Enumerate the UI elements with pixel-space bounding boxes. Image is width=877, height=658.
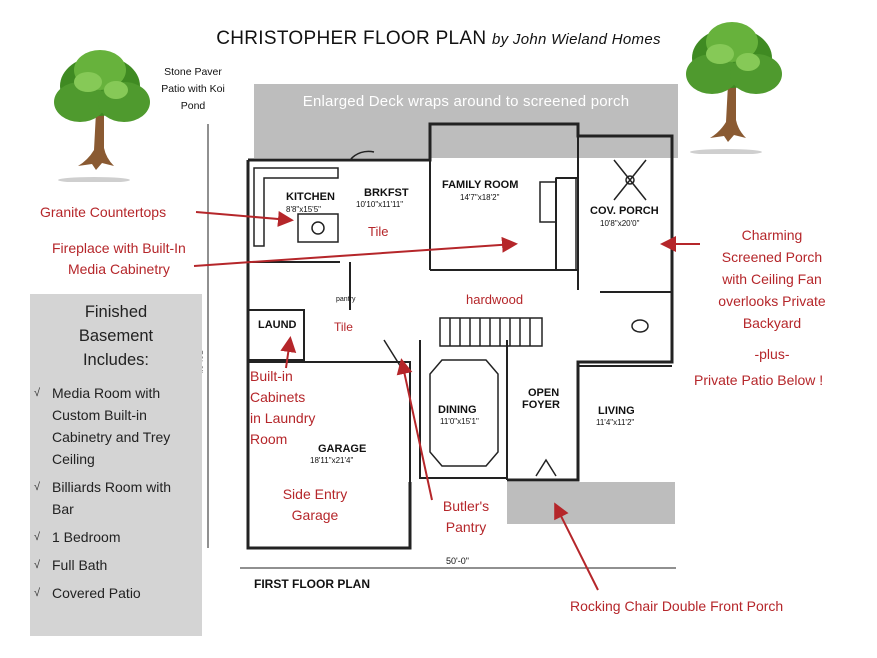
- kitchen-size: 8'8"x15'5": [286, 205, 321, 214]
- callout-laundry-line: Cabinets: [250, 389, 306, 405]
- family-room-label: FAMILY ROOM: [442, 179, 518, 191]
- callout-fireplace: Fireplace with Built-In Media Cabinetry: [52, 238, 186, 280]
- basement-panel: Finished Basement Includes: √ Media Room…: [30, 294, 202, 636]
- basement-heading-line: Basement: [78, 327, 154, 345]
- patio-note: Stone Paver Patio with Koi Pond: [152, 64, 234, 115]
- laundry-label: LAUND: [258, 319, 297, 331]
- basement-heading-line: Finished: [84, 303, 148, 321]
- basement-item: √ Full Bath: [30, 554, 202, 576]
- arrow-fireplace: [193, 236, 518, 267]
- callout-screened-porch: Charming Screened Porch with Ceiling Fan…: [706, 224, 838, 334]
- callout-laundry-line: Built-in: [250, 368, 293, 384]
- patio-note-line: Pond: [180, 100, 206, 112]
- callout-private-patio-text: Private Patio Below !: [694, 372, 824, 388]
- basement-item: √ Billiards Room with Bar: [30, 476, 202, 520]
- family-room-size: 14'7"x18'2": [460, 193, 500, 202]
- basement-item-line: Covered Patio: [52, 585, 141, 601]
- check-icon: √: [34, 531, 41, 543]
- breakfast-size: 10'10"x11'11": [356, 200, 403, 209]
- living-size: 11'4"x11'2": [596, 418, 634, 427]
- callout-garage-line: Side Entry: [282, 486, 348, 502]
- basement-item-line: Cabinetry and Trey: [52, 429, 171, 445]
- callout-fireplace-line: Media Cabinetry: [67, 261, 170, 277]
- page-title: CHRISTOPHER FLOOR PLAN by John Wieland H…: [0, 28, 877, 50]
- arrow-rocking: [554, 502, 599, 591]
- title-byline: by John Wieland Homes: [492, 31, 661, 48]
- porch-label: COV. PORCH: [590, 205, 659, 217]
- basement-item: √ 1 Bedroom: [30, 526, 202, 548]
- pantry-label: pantry: [336, 296, 356, 303]
- arrow-butler: [396, 358, 433, 501]
- callout-private-patio: Private Patio Below !: [694, 370, 823, 391]
- basement-item-line: Custom Built-in: [52, 407, 147, 423]
- callout-butler-line: Butler's: [442, 498, 490, 514]
- basement-heading-line: Includes:: [82, 351, 150, 369]
- callout-garage-line: Garage: [291, 507, 339, 523]
- foyer-label-2: FOYER: [522, 399, 560, 411]
- callout-laundry-line: Room: [250, 431, 288, 447]
- check-icon: √: [34, 387, 41, 399]
- patio-note-line: Patio with Koi: [161, 83, 225, 95]
- check-icon: √: [34, 481, 41, 493]
- garage-size: 18'11"x21'4": [310, 456, 353, 465]
- basement-item: √ Media Room with Custom Built-in Cabine…: [30, 382, 202, 470]
- callout-porch-line: Backyard: [742, 315, 802, 331]
- basement-item-line: Bar: [52, 501, 74, 517]
- callout-plus-text: -plus-: [754, 346, 790, 362]
- basement-item-line: 1 Bedroom: [52, 529, 121, 545]
- check-icon: √: [34, 587, 41, 599]
- tile-note: Tile: [368, 224, 388, 239]
- patio-note-line: Stone Paver: [164, 66, 222, 78]
- deck-banner-text: Enlarged Deck wraps around to screened p…: [302, 93, 630, 110]
- living-label: LIVING: [598, 405, 635, 417]
- arrow-laundry: [280, 336, 297, 369]
- callout-rocking-porch: Rocking Chair Double Front Porch: [570, 596, 783, 617]
- callout-granite: Granite Countertops: [40, 202, 166, 223]
- callout-rocking-text: Rocking Chair Double Front Porch: [570, 598, 784, 614]
- dining-label: DINING: [438, 404, 477, 416]
- basement-heading: Finished Basement Includes:: [30, 300, 202, 372]
- basement-item-line: Media Room with: [52, 385, 161, 401]
- tree-left-icon: [54, 50, 150, 182]
- check-icon: √: [34, 559, 41, 571]
- tree-right-icon: [686, 22, 782, 154]
- title-main: CHRISTOPHER FLOOR PLAN: [216, 28, 487, 49]
- tile-laundry-note: Tile: [334, 320, 353, 334]
- arrow-granite: [195, 211, 294, 227]
- callout-butler: Butler's Pantry: [436, 496, 496, 538]
- callout-porch-line: overlooks Private: [718, 293, 826, 309]
- callout-side-garage: Side Entry Garage: [270, 484, 360, 526]
- callout-porch-line: Screened Porch: [721, 249, 823, 265]
- dining-size: 11'0"x15'1": [440, 417, 479, 426]
- callout-fireplace-line: Fireplace with Built-In: [52, 240, 186, 256]
- callout-laundry-cabinets: Built-in Cabinets in Laundry Room: [250, 366, 315, 450]
- plan-caption: FIRST FLOOR PLAN: [254, 577, 370, 591]
- porch-size: 10'8"x20'0": [600, 219, 640, 228]
- basement-item-line: Full Bath: [52, 557, 108, 573]
- basement-item: √ Covered Patio: [30, 582, 202, 604]
- callout-laundry-line: in Laundry: [250, 410, 316, 426]
- basement-item-line: Billiards Room with: [52, 479, 172, 495]
- dimension-bottom: 50'-0": [446, 556, 469, 566]
- callout-plus: -plus-: [706, 344, 838, 365]
- foyer-label: OPEN: [528, 387, 559, 399]
- callout-porch-line: with Ceiling Fan: [722, 271, 822, 287]
- callout-porch-line: Charming: [741, 227, 803, 243]
- basement-item-line: Ceiling: [52, 451, 95, 467]
- callout-granite-text: Granite Countertops: [40, 204, 167, 220]
- garage-label: GARAGE: [318, 443, 366, 455]
- hardwood-note: hardwood: [466, 292, 523, 307]
- front-porch-shade: [507, 482, 675, 524]
- basement-list: √ Media Room with Custom Built-in Cabine…: [30, 382, 202, 604]
- deck-banner: Enlarged Deck wraps around to screened p…: [254, 84, 678, 158]
- breakfast-label: BRKFST: [364, 187, 409, 199]
- callout-butler-line: Pantry: [445, 519, 487, 535]
- kitchen-label: KITCHEN: [286, 191, 335, 203]
